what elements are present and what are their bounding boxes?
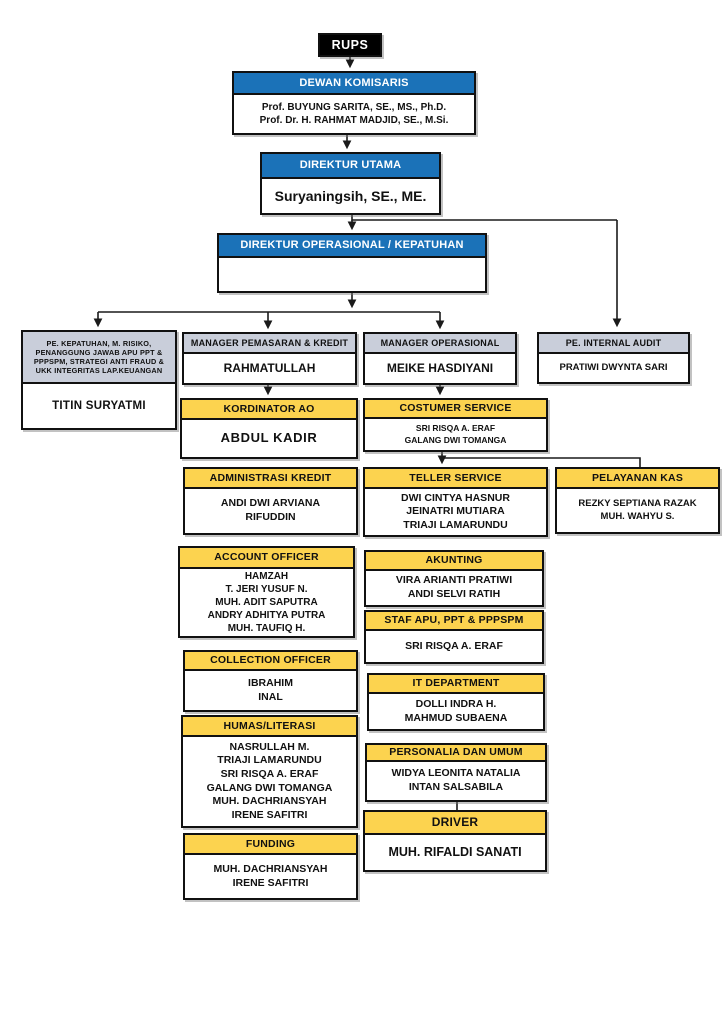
org-node-driver: DRIVER MUH. RIFALDI SANATI	[363, 810, 547, 872]
node-members: ANDI DWI ARVIANA RIFUDDIN	[185, 489, 356, 533]
org-node-direktur-operasional: DIREKTUR OPERASIONAL / KEPATUHAN	[217, 233, 487, 293]
node-title: FUNDING	[185, 835, 356, 855]
org-node-direktur-utama: DIREKTUR UTAMA Suryaningsih, SE., ME.	[260, 152, 441, 215]
node-members: Prof. BUYUNG SARITA, SE., MS., Ph.D. Pro…	[234, 95, 474, 133]
node-title: MANAGER PEMASARAN & KREDIT	[184, 334, 355, 354]
node-members: MUH. DACHRIANSYAH IRENE SAFITRI	[185, 855, 356, 898]
node-members: IBRAHIM INAL	[185, 671, 356, 710]
node-members: DOLLI INDRA H. MAHMUD SUBAENA	[369, 694, 543, 729]
node-members: RAHMATULLAH	[184, 354, 355, 383]
node-members: VIRA ARIANTI PRATIWI ANDI SELVI RATIH	[366, 571, 542, 605]
org-node-pe-internal-audit: PE. INTERNAL AUDIT PRATIWI DWYNTA SARI	[537, 332, 690, 384]
org-node-kordinator-ao: KORDINATOR AO ABDUL KADIR	[180, 398, 358, 459]
node-title: PE. INTERNAL AUDIT	[539, 334, 688, 354]
org-node-pelayanan-kas: PELAYANAN KAS REZKY SEPTIANA RAZAK MUH. …	[555, 467, 720, 534]
node-members: Suryaningsih, SE., ME.	[262, 179, 439, 213]
org-node-administrasi-kredit: ADMINISTRASI KREDIT ANDI DWI ARVIANA RIF…	[183, 467, 358, 535]
org-node-dewan-komisaris: DEWAN KOMISARIS Prof. BUYUNG SARITA, SE.…	[232, 71, 476, 135]
node-title: PERSONALIA DAN UMUM	[367, 745, 545, 762]
node-title: COLLECTION OFFICER	[185, 652, 356, 671]
node-title: PELAYANAN KAS	[557, 469, 718, 489]
org-node-it-department: IT DEPARTMENT DOLLI INDRA H. MAHMUD SUBA…	[367, 673, 545, 731]
node-members: SRI RISQA A. ERAF GALANG DWI TOMANGA	[365, 419, 546, 450]
org-node-account-officer: ACCOUNT OFFICER HAMZAH T. JERI YUSUF N. …	[178, 546, 355, 638]
org-node-collection-officer: COLLECTION OFFICER IBRAHIM INAL	[183, 650, 358, 712]
node-members: WIDYA LEONITA NATALIA INTAN SALSABILA	[367, 762, 545, 800]
node-members: TITIN SURYATMI	[23, 384, 175, 428]
node-title: MANAGER OPERASIONAL	[365, 334, 515, 354]
node-members: PRATIWI DWYNTA SARI	[539, 354, 688, 382]
node-title: DIREKTUR UTAMA	[262, 154, 439, 179]
node-title: RUPS	[331, 38, 369, 52]
org-node-akunting: AKUNTING VIRA ARIANTI PRATIWI ANDI SELVI…	[364, 550, 544, 607]
node-title: STAF APU, PPT & PPPSPM	[366, 612, 542, 631]
node-members: REZKY SEPTIANA RAZAK MUH. WAHYU S.	[557, 489, 718, 532]
node-members: HAMZAH T. JERI YUSUF N. MUH. ADIT SAPUTR…	[180, 569, 353, 636]
node-title: ADMINISTRASI KREDIT	[185, 469, 356, 489]
node-title: TELLER SERVICE	[365, 469, 546, 489]
node-title: DEWAN KOMISARIS	[234, 73, 474, 95]
node-members: MEIKE HASDIYANI	[365, 354, 515, 383]
node-members	[219, 258, 485, 291]
org-node-personalia-umum: PERSONALIA DAN UMUM WIDYA LEONITA NATALI…	[365, 743, 547, 802]
node-title: ACCOUNT OFFICER	[180, 548, 353, 569]
node-title: KORDINATOR AO	[182, 400, 356, 420]
node-members: DWI CINTYA HASNUR JEINATRI MUTIARA TRIAJ…	[365, 489, 546, 535]
org-node-manager-operasional: MANAGER OPERASIONAL MEIKE HASDIYANI	[363, 332, 517, 385]
node-members: SRI RISQA A. ERAF	[366, 631, 542, 662]
org-node-teller-service: TELLER SERVICE DWI CINTYA HASNUR JEINATR…	[363, 467, 548, 537]
node-title: COSTUMER SERVICE	[365, 400, 546, 419]
org-node-rups: RUPS	[318, 33, 382, 57]
org-node-humas-literasi: HUMAS/LITERASI NASRULLAH M. TRIAJI LAMAR…	[181, 715, 358, 828]
node-title: DIREKTUR OPERASIONAL / KEPATUHAN	[219, 235, 485, 258]
node-members: ABDUL KADIR	[182, 420, 356, 457]
org-node-manager-pemasaran-kredit: MANAGER PEMASARAN & KREDIT RAHMATULLAH	[182, 332, 357, 385]
node-members: NASRULLAH M. TRIAJI LAMARUNDU SRI RISQA …	[183, 737, 356, 826]
org-node-pe-kepatuhan: PE. KEPATUHAN, M. RISIKO, PENANGGUNG JAW…	[21, 330, 177, 430]
org-node-funding: FUNDING MUH. DACHRIANSYAH IRENE SAFITRI	[183, 833, 358, 900]
node-title: PE. KEPATUHAN, M. RISIKO, PENANGGUNG JAW…	[23, 332, 175, 384]
org-node-staf-apu: STAF APU, PPT & PPPSPM SRI RISQA A. ERAF	[364, 610, 544, 664]
node-title: IT DEPARTMENT	[369, 675, 543, 694]
node-title: AKUNTING	[366, 552, 542, 571]
node-members: MUH. RIFALDI SANATI	[365, 835, 545, 870]
org-node-costumer-service: COSTUMER SERVICE SRI RISQA A. ERAF GALAN…	[363, 398, 548, 452]
node-title: DRIVER	[365, 812, 545, 835]
node-title: HUMAS/LITERASI	[183, 717, 356, 737]
